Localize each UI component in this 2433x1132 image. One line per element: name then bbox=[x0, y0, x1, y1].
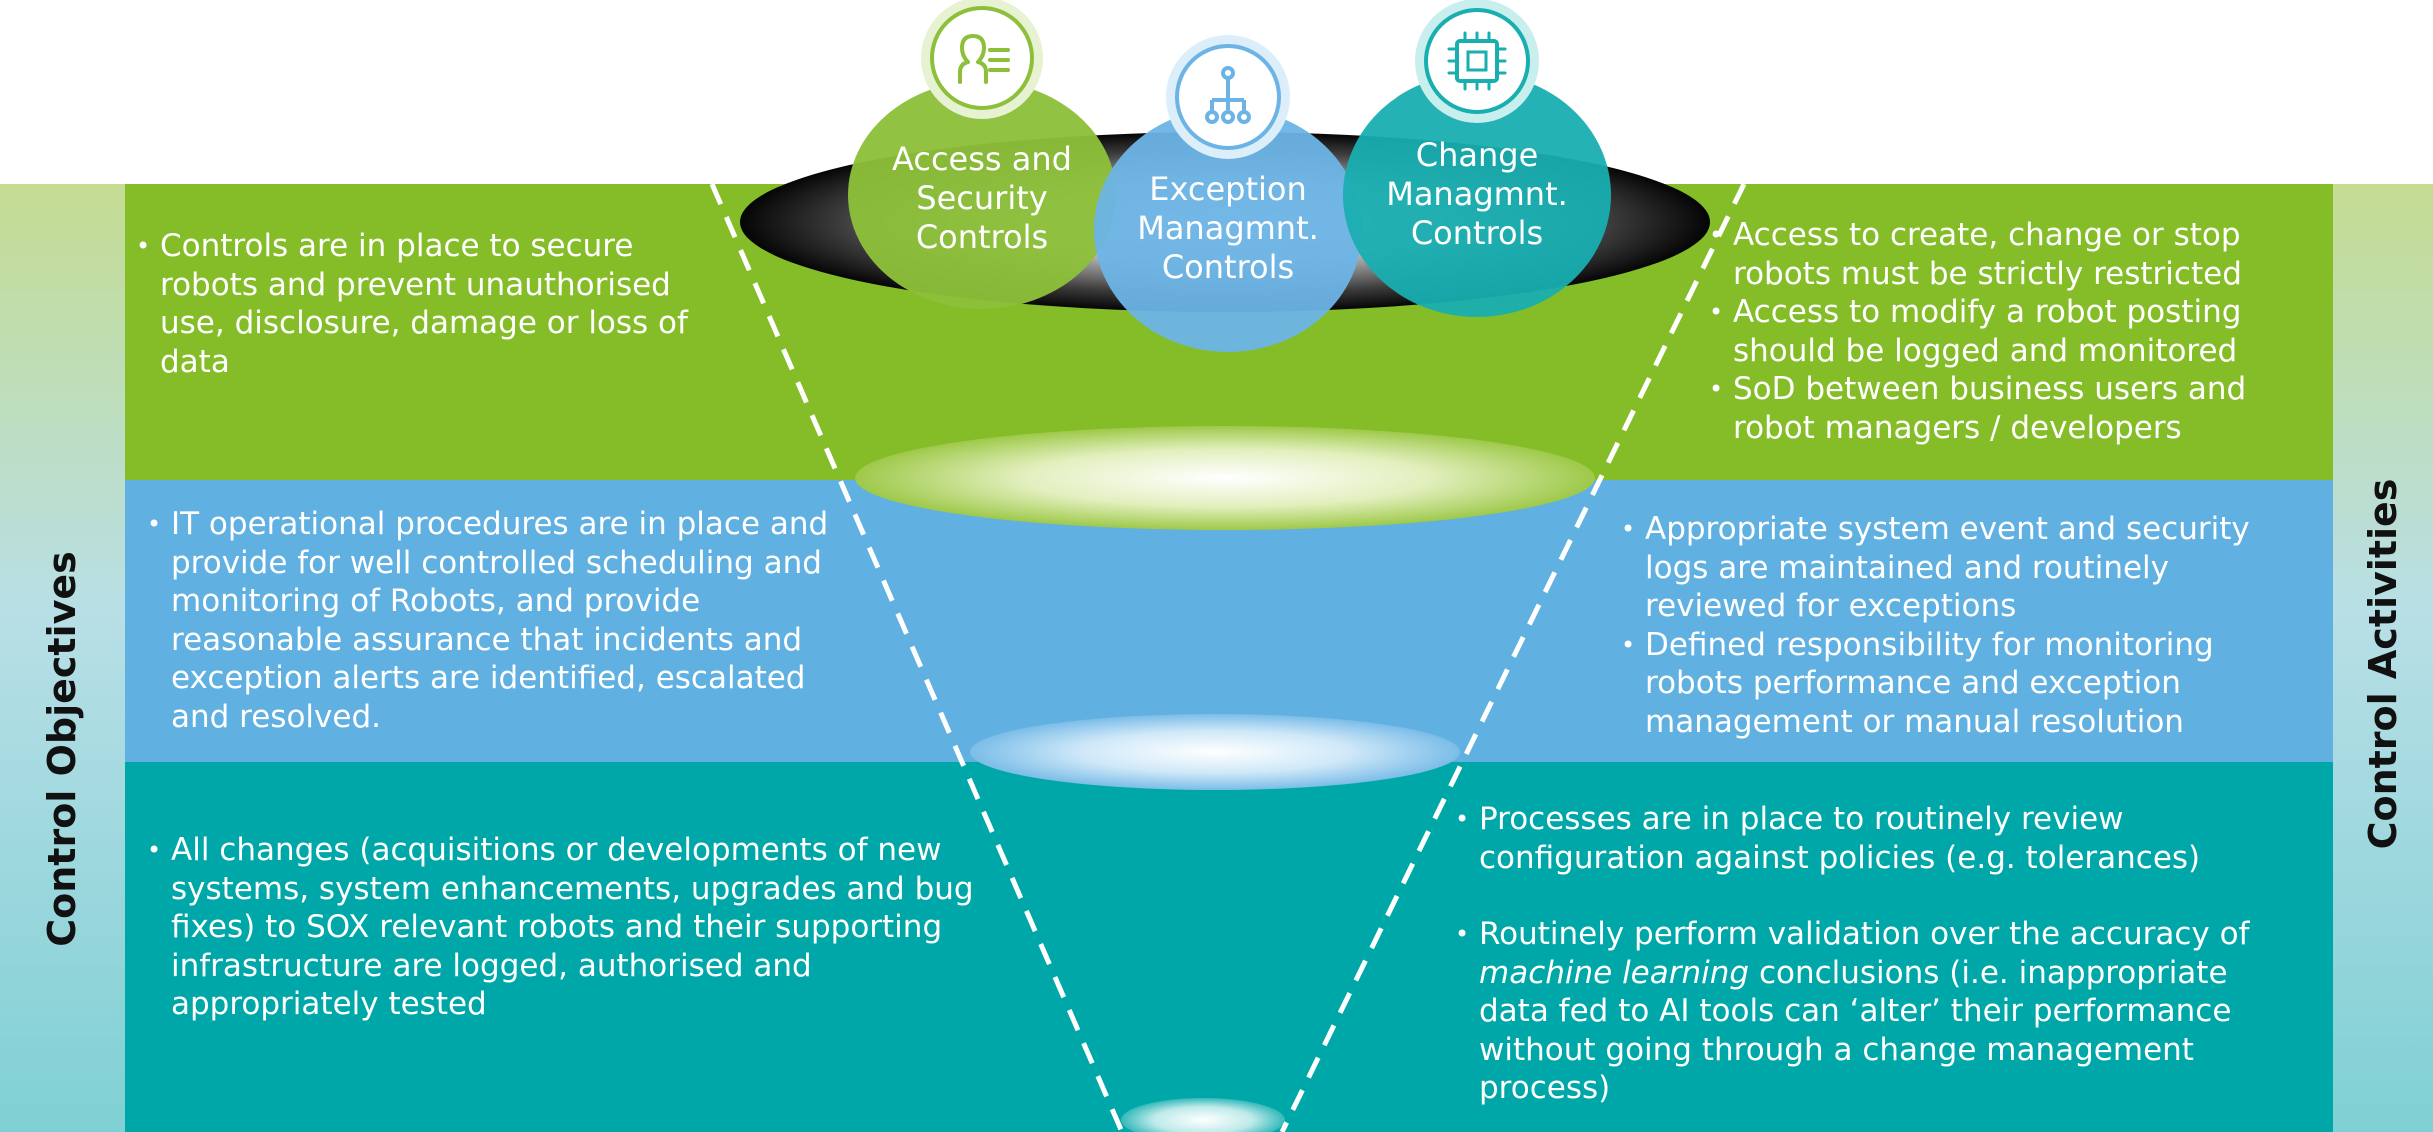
change-activities: Processes are in place to routinely revi… bbox=[1453, 800, 2298, 1108]
activity-emphasis: machine learning bbox=[1479, 954, 1750, 991]
activity-item: Processes are in place to routinely revi… bbox=[1453, 800, 2298, 877]
funnel-blue-disc bbox=[970, 714, 1460, 790]
title-line: Controls bbox=[915, 218, 1049, 256]
change-management-circle bbox=[1343, 73, 1611, 317]
title-line: Controls bbox=[1410, 214, 1544, 252]
title-line: Access and bbox=[892, 140, 1072, 178]
objective-item: All changes (acquisitions or development… bbox=[145, 831, 995, 1024]
exception-management-circle bbox=[1094, 108, 1362, 352]
title-line: Security bbox=[916, 179, 1048, 217]
exception-activities: Appropriate system event and security lo… bbox=[1619, 510, 2309, 741]
access-objective: Controls are in place to secure robots a… bbox=[134, 227, 734, 381]
activity-item: Appropriate system event and security lo… bbox=[1619, 510, 2309, 626]
exception-management-title: Exception Managmnt. Controls bbox=[1108, 170, 1348, 287]
control-objectives-bar: Control Objectives bbox=[0, 184, 125, 1132]
access-security-circle bbox=[848, 81, 1116, 309]
exception-objective: IT operational procedures are in place a… bbox=[145, 505, 865, 736]
title-line: Controls bbox=[1161, 248, 1295, 286]
activity-item: Access to create, change or stop robots … bbox=[1707, 216, 2307, 293]
change-management-title: Change Managmnt. Controls bbox=[1357, 136, 1597, 253]
control-activities-bar: Control Activities bbox=[2333, 184, 2433, 1132]
funnel-right-edge bbox=[1279, 182, 1747, 1132]
network-hierarchy-icon bbox=[1166, 35, 1290, 159]
objective-item: Controls are in place to secure robots a… bbox=[134, 227, 734, 381]
objective-item: IT operational procedures are in place a… bbox=[145, 505, 865, 736]
activity-item: Defined responsibility for monitoring ro… bbox=[1619, 626, 2309, 742]
title-line: Managmnt. bbox=[1137, 209, 1319, 247]
activity-text: Routinely perform validation over the ac… bbox=[1479, 916, 2250, 952]
title-line: Managmnt. bbox=[1386, 175, 1568, 213]
access-security-title: Access and Security Controls bbox=[862, 140, 1102, 257]
activity-item: SoD between business users and robot man… bbox=[1707, 370, 2307, 447]
chip-icon bbox=[1415, 0, 1539, 123]
activity-text: conclusions (i.e. inappropriate data fed… bbox=[1479, 954, 2232, 1107]
access-activities: Access to create, change or stop robots … bbox=[1707, 216, 2307, 447]
funnel-green-disc bbox=[855, 426, 1595, 530]
funnel-left-edge bbox=[709, 183, 1125, 1132]
title-line: Change bbox=[1415, 136, 1539, 174]
title-line: Exception bbox=[1149, 170, 1307, 208]
activity-item: Routinely perform validation over the ac… bbox=[1453, 915, 2298, 1108]
user-list-icon bbox=[921, 0, 1043, 119]
change-objective: All changes (acquisitions or development… bbox=[145, 831, 995, 1024]
funnel-teal-disc bbox=[1121, 1098, 1285, 1132]
activity-item: Access to modify a robot posting should … bbox=[1707, 293, 2307, 370]
